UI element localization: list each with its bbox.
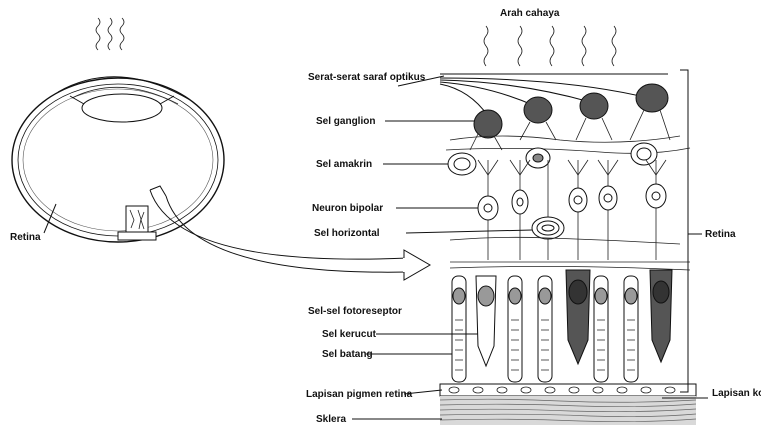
cone-cells (476, 270, 672, 366)
eye-light-rays (96, 18, 124, 50)
label-cone: Sel kerucut (322, 329, 377, 340)
label-ganglion: Sel ganglion (316, 116, 375, 127)
label-sclera: Sklera (316, 414, 346, 425)
pigment-layer (440, 384, 696, 396)
retina-bracket (680, 70, 702, 392)
lens (82, 94, 162, 122)
light-direction: Arah cahaya (484, 8, 616, 66)
bipolar-neurons (478, 160, 666, 260)
horizontal-cell (450, 217, 680, 244)
label-amacrine: Sel amakrin (316, 159, 372, 170)
label-optic-fibers: Serat-serat saraf optikus (308, 72, 426, 83)
eye-illustration: Retina (10, 18, 224, 243)
label-photoreceptors: Sel-sel fotoreseptor (308, 306, 402, 317)
choroid-label-text: Lapisan koroid (712, 388, 761, 399)
label-bipolar: Neuron bipolar (312, 203, 383, 214)
label-rod: Sel batang (322, 349, 373, 360)
optic-nerve-fibers (440, 74, 668, 116)
amacrine-cells (448, 143, 657, 175)
choroid-label: Lapisan koroid (712, 388, 761, 399)
label-horizontal: Sel horizontal (314, 228, 380, 239)
ganglion-cells (446, 84, 690, 153)
eye-retina-label: Retina (10, 232, 41, 243)
photoreceptors (450, 262, 690, 382)
retina-bracket-label: Retina (705, 229, 736, 240)
light-direction-label: Arah cahaya (500, 8, 560, 19)
label-pigment: Lapisan pigmen retina (306, 389, 413, 400)
choroid-sclera (440, 396, 696, 425)
